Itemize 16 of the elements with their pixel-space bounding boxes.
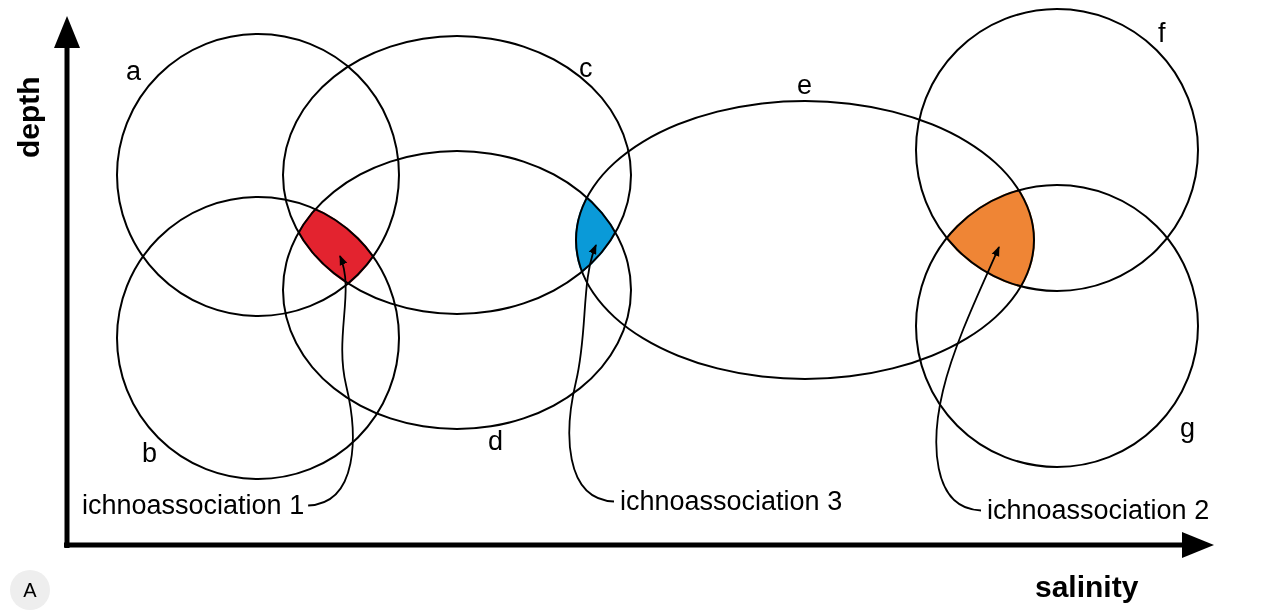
callout-text: ichnoassociation 3: [620, 488, 843, 515]
leader-line: [935, 246, 1000, 512]
ellipse-label: f: [1158, 20, 1166, 47]
ellipse-label: e: [797, 72, 813, 99]
callout-text: ichnoassociation 1: [82, 492, 305, 519]
ellipse-label: d: [488, 428, 504, 455]
leader-line: [307, 255, 354, 507]
ellipse-label: c: [579, 55, 593, 82]
panel-letter: A: [10, 570, 50, 610]
ellipse-label: g: [1180, 415, 1196, 442]
axis-title: salinity: [1035, 572, 1139, 602]
axis-title: depth: [14, 76, 44, 158]
ellipse-label: a: [126, 58, 142, 85]
ellipse-label: b: [142, 440, 158, 467]
leader-line: [568, 244, 615, 503]
callout-text: ichnoassociation 2: [987, 497, 1210, 524]
